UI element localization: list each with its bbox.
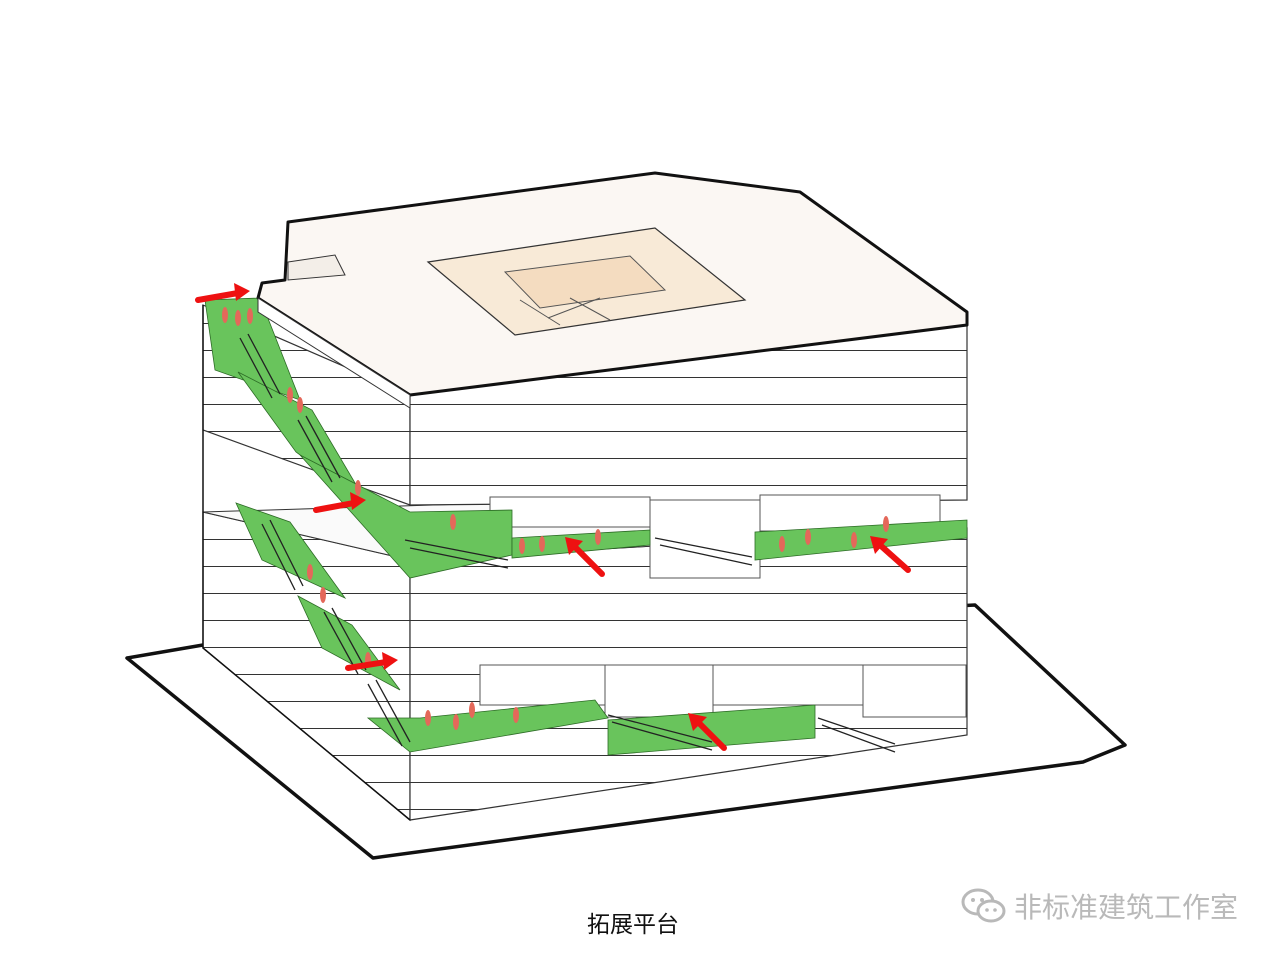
arrow-entry-upper bbox=[313, 492, 366, 513]
platform-lower-mid bbox=[607, 704, 816, 756]
arrow-entry-top bbox=[195, 283, 250, 303]
person bbox=[453, 714, 459, 730]
atrium-void bbox=[426, 227, 747, 336]
platforms bbox=[204, 297, 968, 756]
person bbox=[235, 310, 241, 326]
escalator-lower-1 bbox=[261, 519, 304, 591]
person bbox=[595, 529, 601, 545]
person bbox=[519, 538, 525, 554]
person bbox=[883, 516, 889, 532]
roof-edge bbox=[257, 297, 411, 409]
arrow-inner-3 bbox=[688, 713, 727, 751]
escalator-upper-2 bbox=[297, 415, 341, 483]
watermark: 非标准建筑工作室 bbox=[960, 886, 1238, 926]
escalators bbox=[239, 333, 896, 753]
person bbox=[425, 710, 431, 726]
escalator-lower-4 bbox=[607, 714, 713, 751]
person bbox=[355, 480, 361, 496]
recessed-cores bbox=[479, 494, 967, 718]
building-outline bbox=[202, 305, 411, 821]
person bbox=[539, 536, 545, 552]
watermark-text: 非标准建筑工作室 bbox=[1013, 891, 1238, 924]
platform-lower-terrace bbox=[366, 699, 609, 753]
arrow-entry-lower bbox=[345, 652, 398, 671]
person bbox=[287, 387, 293, 403]
person bbox=[320, 587, 326, 603]
person bbox=[513, 707, 519, 723]
people bbox=[222, 307, 889, 730]
arrow-inner-1 bbox=[565, 537, 605, 577]
platform-upper-terrace bbox=[299, 454, 513, 579]
diagram-caption: 拓展平台 bbox=[587, 912, 679, 938]
person bbox=[247, 308, 253, 324]
platform-upper-mid bbox=[511, 529, 651, 559]
escalator-lower-3 bbox=[367, 679, 411, 747]
escalator-lower-5 bbox=[817, 717, 896, 753]
person bbox=[222, 307, 228, 323]
escalator-upper-4 bbox=[654, 537, 753, 566]
arrow-inner-2 bbox=[870, 536, 911, 573]
roof-notch bbox=[287, 254, 346, 281]
arrows bbox=[195, 283, 911, 751]
person bbox=[779, 536, 785, 552]
person bbox=[297, 397, 303, 413]
person bbox=[469, 702, 475, 718]
escalator-lower-2 bbox=[323, 607, 367, 675]
escalator-upper-1 bbox=[239, 333, 281, 399]
person bbox=[307, 564, 313, 580]
person bbox=[805, 529, 811, 545]
person bbox=[450, 514, 456, 530]
escalator-upper-3 bbox=[404, 539, 509, 569]
person bbox=[851, 532, 857, 548]
wechat-icon bbox=[961, 888, 1006, 923]
